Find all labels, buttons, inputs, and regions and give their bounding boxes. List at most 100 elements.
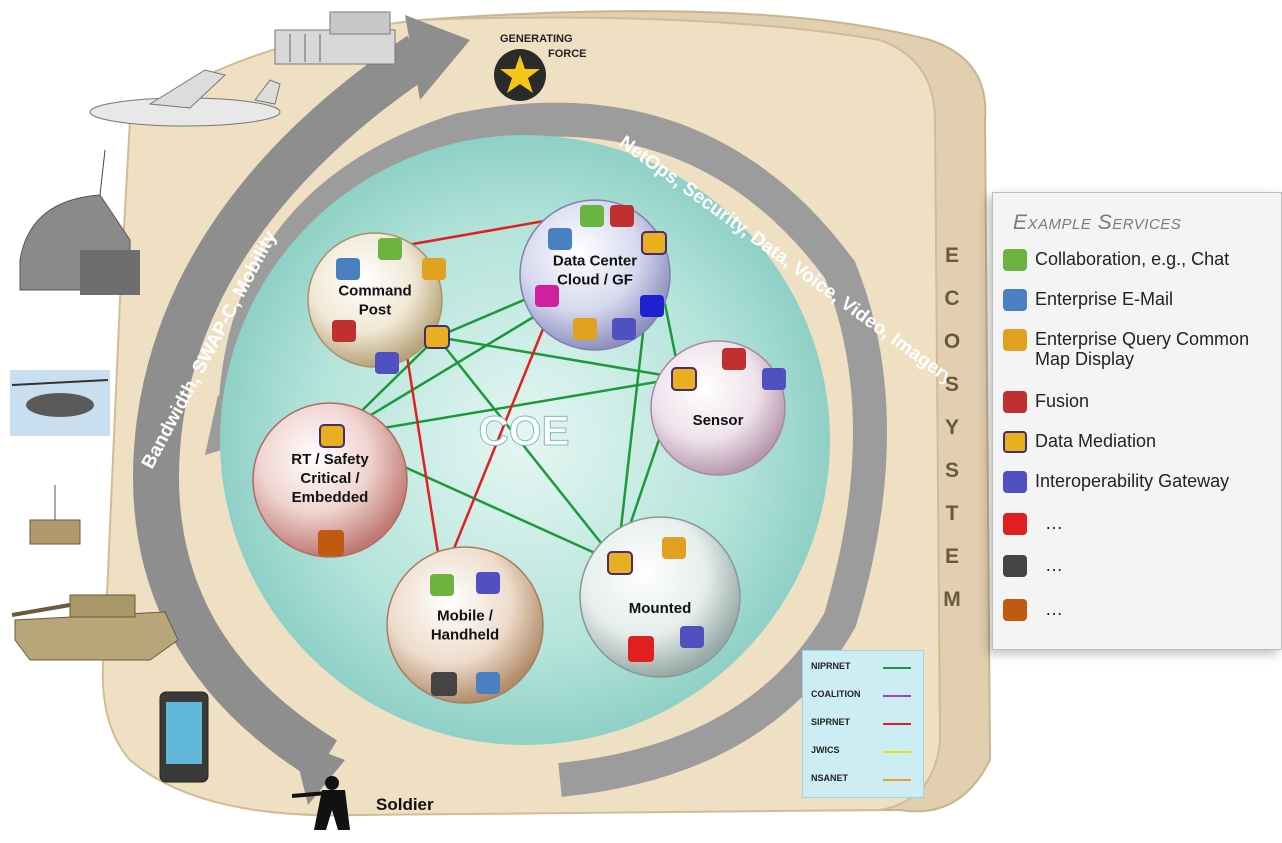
mediation-icon xyxy=(671,367,697,391)
soldier-icon xyxy=(291,776,350,830)
chat-icon xyxy=(378,238,402,260)
node-sensor: Sensor xyxy=(650,340,786,476)
orange-square-icon xyxy=(1003,599,1027,621)
fusion-icon xyxy=(332,320,356,342)
ecosystem-letter: M xyxy=(943,588,961,611)
legend-item: … xyxy=(1003,555,1282,577)
legend-item: Interoperability Gateway xyxy=(1003,471,1275,493)
node-label-line: Cloud / GF xyxy=(557,272,633,289)
chat-icon xyxy=(1003,249,1027,271)
mediation-icon xyxy=(1003,431,1027,453)
legend-item-label: Enterprise E-Mail xyxy=(1035,289,1174,309)
shelter-vehicle-icon xyxy=(19,149,140,295)
globe-icon xyxy=(573,318,597,340)
node-mounted: Mounted xyxy=(579,516,741,678)
legend-item-label: … xyxy=(1045,555,1065,575)
globe-icon xyxy=(422,258,446,280)
network-key-line xyxy=(883,695,911,697)
gray-square-icon xyxy=(431,672,457,696)
network-key-label: NSANET xyxy=(811,773,849,783)
globe-icon xyxy=(1003,329,1027,351)
netops-arc xyxy=(218,102,887,797)
svg-text:Mounted: Mounted xyxy=(629,600,691,617)
network-key-line xyxy=(883,723,911,725)
ecosystem-letter: Y xyxy=(945,416,959,439)
mediation-icon xyxy=(424,325,450,349)
node-label-line: Data Center xyxy=(553,253,637,270)
legend-item-label: Collaboration, e.g., Chat xyxy=(1035,249,1230,269)
legend-item-label: Interoperability Gateway xyxy=(1035,471,1230,491)
node-label-line: Mounted xyxy=(629,600,691,617)
network-key-label: JWICS xyxy=(811,745,840,755)
legend-item: Fusion xyxy=(1003,391,1275,413)
network-key-label: COALITION xyxy=(811,689,861,699)
mediation-icon xyxy=(607,551,633,575)
fusion-icon xyxy=(1003,391,1027,413)
legend-title: Example Services xyxy=(1013,211,1182,234)
ecosystem-letter: T xyxy=(946,502,959,525)
helicopter-icon xyxy=(10,370,110,436)
email-icon xyxy=(548,228,572,250)
handheld-device-icon xyxy=(159,691,209,783)
legend-item: Enterprise E-Mail xyxy=(1003,289,1275,311)
red-square-icon xyxy=(1003,513,1027,535)
network-key-line xyxy=(883,667,911,669)
network-key-label: NIPRNET xyxy=(811,661,851,671)
legend-item: … xyxy=(1003,599,1282,621)
blue-square-icon xyxy=(640,295,664,317)
chat-icon xyxy=(430,574,454,596)
node-mobile: Mobile / Handheld xyxy=(386,546,544,704)
generating-force-label: GENERATING FORCE xyxy=(500,33,587,60)
service-icons xyxy=(318,205,786,696)
star-icon xyxy=(500,55,540,93)
legend-item-label: Fusion xyxy=(1035,391,1090,411)
ecosystem-letter: C xyxy=(944,287,959,310)
legend-item-label: … xyxy=(1045,513,1065,533)
node-label-line: Embedded xyxy=(292,489,369,506)
node-label-line: Post xyxy=(359,302,392,319)
ecosystem-letter: S xyxy=(945,459,959,482)
tank-icon xyxy=(11,594,179,661)
coe-label: COE xyxy=(478,407,569,454)
chat-icon xyxy=(580,205,604,227)
fusion-icon xyxy=(722,348,746,370)
svg-text:Mobile /Handheld: Mobile / Handheld xyxy=(431,608,499,644)
orange-square-icon xyxy=(318,530,344,556)
puzzle-icon xyxy=(762,368,786,390)
ecosystem-letter: E xyxy=(945,244,959,267)
legend-item: Data Mediation xyxy=(1003,431,1275,453)
puzzle-icon xyxy=(1003,471,1027,493)
gray-square-icon xyxy=(1003,555,1027,577)
puzzle-icon xyxy=(476,572,500,594)
bandwidth-arc xyxy=(133,35,433,780)
network-key-line xyxy=(883,779,911,781)
svg-text:Sensor: Sensor xyxy=(693,412,744,429)
ecosystem-letter: E xyxy=(945,545,959,568)
node-label-line: Critical / xyxy=(300,470,360,487)
node-label-line: Sensor xyxy=(693,412,744,429)
mediation-icon xyxy=(319,424,345,448)
legend-item-label: Data Mediation xyxy=(1035,431,1157,451)
fusion-icon xyxy=(610,205,634,227)
legend-item: Collaboration, e.g., Chat xyxy=(1003,249,1275,271)
puzzle-icon xyxy=(612,318,636,340)
globe-icon xyxy=(662,537,686,559)
node-label-line: Mobile / xyxy=(437,608,494,625)
robot-vehicle-icon xyxy=(29,485,81,545)
legend-item-label: … xyxy=(1045,599,1065,619)
legend-item: … xyxy=(1003,513,1282,535)
puzzle-icon xyxy=(680,626,704,648)
network-key-line xyxy=(883,751,911,753)
node-label-line: Command xyxy=(338,283,411,300)
email-icon xyxy=(1003,289,1027,311)
email-icon xyxy=(336,258,360,280)
building-icon xyxy=(274,11,396,65)
mediation-icon xyxy=(641,231,667,255)
node-label-line: Handheld xyxy=(431,627,499,644)
